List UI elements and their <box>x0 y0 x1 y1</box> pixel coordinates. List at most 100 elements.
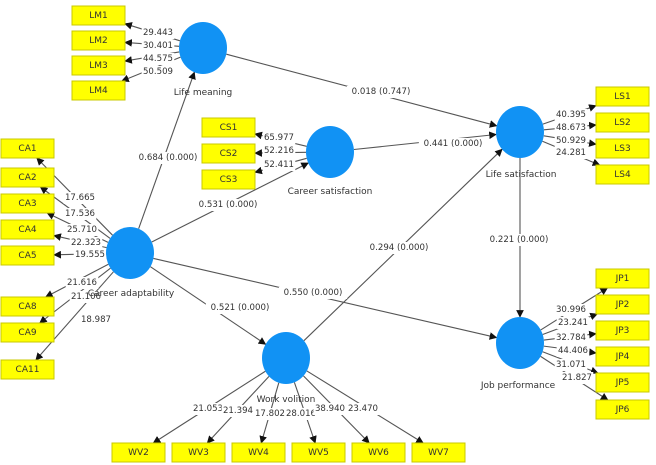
indicator-box[interactable] <box>0 193 55 214</box>
indicator-lm2[interactable]: LM2 <box>71 30 126 51</box>
indicator-box[interactable] <box>0 138 55 159</box>
latent-circle[interactable] <box>496 106 544 158</box>
loading-label-cs3-bg <box>262 159 296 171</box>
latent-work-volition[interactable]: Work volition <box>257 332 316 405</box>
loading-edge-ca11[interactable] <box>35 271 114 361</box>
indicator-box[interactable] <box>0 219 55 240</box>
indicator-box[interactable] <box>201 169 256 190</box>
indicator-box[interactable] <box>0 245 55 266</box>
latent-career-adaptability[interactable]: Career adaptability <box>88 227 175 299</box>
indicator-ca11[interactable]: CA11 <box>0 359 55 380</box>
indicator-ca5[interactable]: CA5 <box>0 245 55 266</box>
loading-label-jp5-bg <box>554 359 588 371</box>
latent-circle[interactable] <box>106 227 154 279</box>
indicator-label: CA4 <box>18 225 36 235</box>
indicator-ca1[interactable]: CA1 <box>0 138 55 159</box>
loading-label-cs1-bg <box>262 132 296 144</box>
indicator-box[interactable] <box>595 346 650 367</box>
loading-label-jp3-bg <box>554 332 588 344</box>
path-coefficient-label: 0.294 (0.000) <box>370 243 429 253</box>
indicator-jp4[interactable]: JP4 <box>595 346 650 367</box>
indicator-cs2[interactable]: CS2 <box>201 143 256 164</box>
latent-circle[interactable] <box>306 126 354 178</box>
latent-job-performance[interactable]: Job performance <box>480 317 556 391</box>
latent-career-satisfaction[interactable]: Career satisfaction <box>288 126 373 197</box>
indicator-box[interactable] <box>595 164 650 185</box>
indicator-box[interactable] <box>0 359 55 380</box>
indicator-lm1[interactable]: LM1 <box>71 5 126 26</box>
loading-label-ls2-bg <box>554 122 588 134</box>
path-coefficient-label: 0.550 (0.000) <box>284 288 343 298</box>
latent-life-meaning[interactable]: Life meaning <box>174 22 233 98</box>
indicator-wv5[interactable]: WV5 <box>291 442 346 463</box>
indicator-box[interactable] <box>201 117 256 138</box>
indicator-box[interactable] <box>595 320 650 341</box>
indicator-cs1[interactable]: CS1 <box>201 117 256 138</box>
indicator-box[interactable] <box>71 30 126 51</box>
indicator-wv2[interactable]: WV2 <box>111 442 166 463</box>
indicator-box[interactable] <box>201 143 256 164</box>
indicator-ca4[interactable]: CA4 <box>0 219 55 240</box>
indicator-box[interactable] <box>595 294 650 315</box>
loading-label-lm3-bg <box>141 53 175 65</box>
indicator-label: CA2 <box>18 173 36 183</box>
indicator-jp1[interactable]: JP1 <box>595 268 650 289</box>
indicator-box[interactable] <box>71 55 126 76</box>
path-ca-to-lm[interactable] <box>138 71 196 229</box>
indicator-ca2[interactable]: CA2 <box>0 167 55 188</box>
indicator-wv6[interactable]: WV6 <box>351 442 406 463</box>
indicator-cs3[interactable]: CS3 <box>201 169 256 190</box>
indicator-box[interactable] <box>111 442 166 463</box>
indicator-box[interactable] <box>71 5 126 26</box>
indicator-label: LS2 <box>614 118 630 128</box>
indicator-label: LS3 <box>614 144 630 154</box>
indicator-box[interactable] <box>595 268 650 289</box>
indicator-wv7[interactable]: WV7 <box>411 442 466 463</box>
indicator-box[interactable] <box>171 442 226 463</box>
path-coefficient-label-bg <box>418 138 488 150</box>
loading-label-wv4: 17.802 <box>255 409 285 419</box>
indicator-box[interactable] <box>0 167 55 188</box>
indicator-ls3[interactable]: LS3 <box>595 138 650 159</box>
latent-circle[interactable] <box>262 332 310 384</box>
indicator-box[interactable] <box>231 442 286 463</box>
indicator-box[interactable] <box>595 138 650 159</box>
indicator-ls4[interactable]: LS4 <box>595 164 650 185</box>
loading-label-ca5: 19.555 <box>75 250 105 260</box>
indicator-box[interactable] <box>291 442 346 463</box>
indicator-ls2[interactable]: LS2 <box>595 112 650 133</box>
indicator-label: CA5 <box>18 251 36 261</box>
indicator-box[interactable] <box>595 112 650 133</box>
indicator-box[interactable] <box>411 442 466 463</box>
indicator-jp3[interactable]: JP3 <box>595 320 650 341</box>
loading-label-ca3-bg <box>65 224 99 236</box>
indicator-label: WV7 <box>428 448 449 458</box>
latent-label: Work volition <box>257 395 316 405</box>
indicator-wv3[interactable]: WV3 <box>171 442 226 463</box>
indicator-wv4[interactable]: WV4 <box>231 442 286 463</box>
indicator-ca8[interactable]: CA8 <box>0 296 55 317</box>
indicator-lm3[interactable]: LM3 <box>71 55 126 76</box>
indicator-box[interactable] <box>595 372 650 393</box>
indicator-ca9[interactable]: CA9 <box>0 322 55 343</box>
indicator-label: CS2 <box>220 149 238 159</box>
indicator-box[interactable] <box>0 296 55 317</box>
indicator-label: JP3 <box>615 326 630 336</box>
indicator-box[interactable] <box>595 399 650 420</box>
indicator-box[interactable] <box>351 442 406 463</box>
loading-label-wv7: 23.470 <box>348 404 378 414</box>
indicator-ls1[interactable]: LS1 <box>595 86 650 107</box>
indicator-box[interactable] <box>0 322 55 343</box>
latent-circle[interactable] <box>496 317 544 369</box>
indicator-jp2[interactable]: JP2 <box>595 294 650 315</box>
indicator-jp6[interactable]: JP6 <box>595 399 650 420</box>
indicator-lm4[interactable]: LM4 <box>71 80 126 101</box>
indicator-jp5[interactable]: JP5 <box>595 372 650 393</box>
indicator-ca3[interactable]: CA3 <box>0 193 55 214</box>
latent-circle[interactable] <box>179 22 227 74</box>
latent-life-satisfaction[interactable]: Life satisfaction <box>486 106 557 180</box>
loading-label-ls3: 50.929 <box>556 136 586 146</box>
indicator-box[interactable] <box>595 86 650 107</box>
indicator-box[interactable] <box>71 80 126 101</box>
